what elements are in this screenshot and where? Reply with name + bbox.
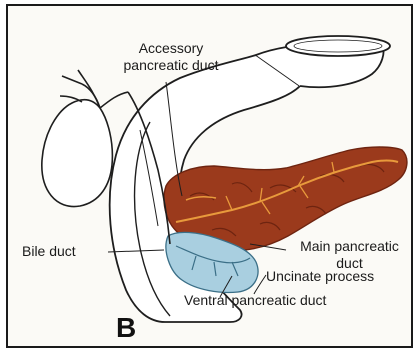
label-main-pancreatic-duct: Main pancreatic duct	[286, 238, 413, 272]
label-accessory-line2: pancreatic duct	[106, 57, 236, 74]
label-main-line1: Main pancreatic	[286, 238, 413, 255]
gallbladder	[42, 100, 113, 207]
duodenum-opening	[286, 36, 390, 56]
label-uncinate-process: Uncinate process	[266, 268, 374, 285]
label-bile-duct: Bile duct	[22, 243, 76, 260]
label-accessory-line1: Accessory	[106, 40, 236, 57]
label-accessory-duct: Accessory pancreatic duct	[106, 40, 236, 74]
label-ventral-pancreatic-duct: Ventral pancreatic duct	[184, 292, 326, 309]
panel-letter: B	[116, 313, 136, 343]
